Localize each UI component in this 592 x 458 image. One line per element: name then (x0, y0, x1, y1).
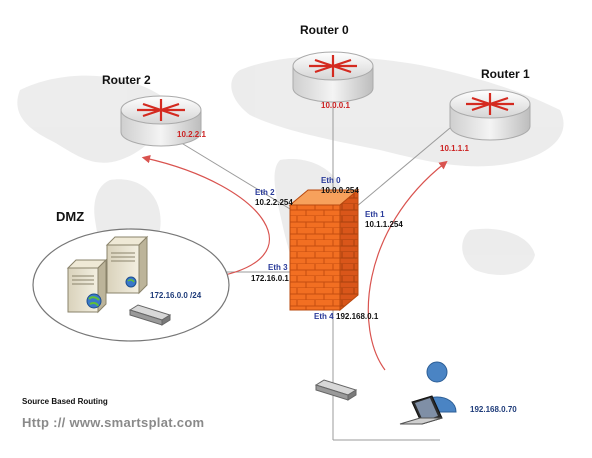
eth1-ip: 10.1.1.254 (365, 220, 403, 229)
diagram-caption: Source Based Routing (22, 397, 108, 406)
eth0-label: Eth 0 (321, 176, 341, 185)
router-icon (449, 89, 531, 141)
router0-name: Router 0 (300, 23, 349, 37)
eth4-label: Eth 4 (314, 312, 334, 321)
router0-ip: 10.0.0.1 (321, 101, 350, 110)
dmz-title: DMZ (56, 209, 85, 224)
router1-ip: 10.1.1.1 (440, 144, 469, 153)
switch-icon (314, 379, 358, 401)
router2-ip: 10.2.2.1 (177, 130, 206, 139)
route-arrow-dmz-to-router2 (141, 155, 270, 279)
link-router2 (159, 129, 301, 216)
router-icon (120, 95, 202, 147)
switch-icon (128, 304, 172, 326)
router-icon (292, 51, 374, 103)
eth4-ip: 192.168.0.1 (336, 312, 379, 321)
eth2-ip: 10.2.2.254 (255, 198, 293, 207)
firewall-icon (288, 188, 360, 312)
eth0-ip: 10.0.0.254 (321, 186, 359, 195)
route-arrow-lan-to-router1 (367, 160, 448, 371)
eth3-ip: 172.16.0.1 (251, 274, 289, 283)
link-router1 (349, 127, 451, 213)
eth2-label: Eth 2 (255, 188, 275, 197)
dmz-network: 172.16.0.0 /24 (150, 291, 202, 300)
eth1-label: Eth 1 (365, 210, 385, 219)
globe-icon (125, 276, 137, 288)
eth3-label: Eth 3 (268, 263, 288, 272)
laptop-icon (399, 395, 443, 425)
globe-icon (86, 293, 102, 309)
source-url: Http :// www.smartsplat.com (22, 415, 205, 430)
client-ip: 192.168.0.70 (470, 405, 517, 414)
router2-name: Router 2 (102, 73, 151, 87)
router1-name: Router 1 (481, 67, 530, 81)
